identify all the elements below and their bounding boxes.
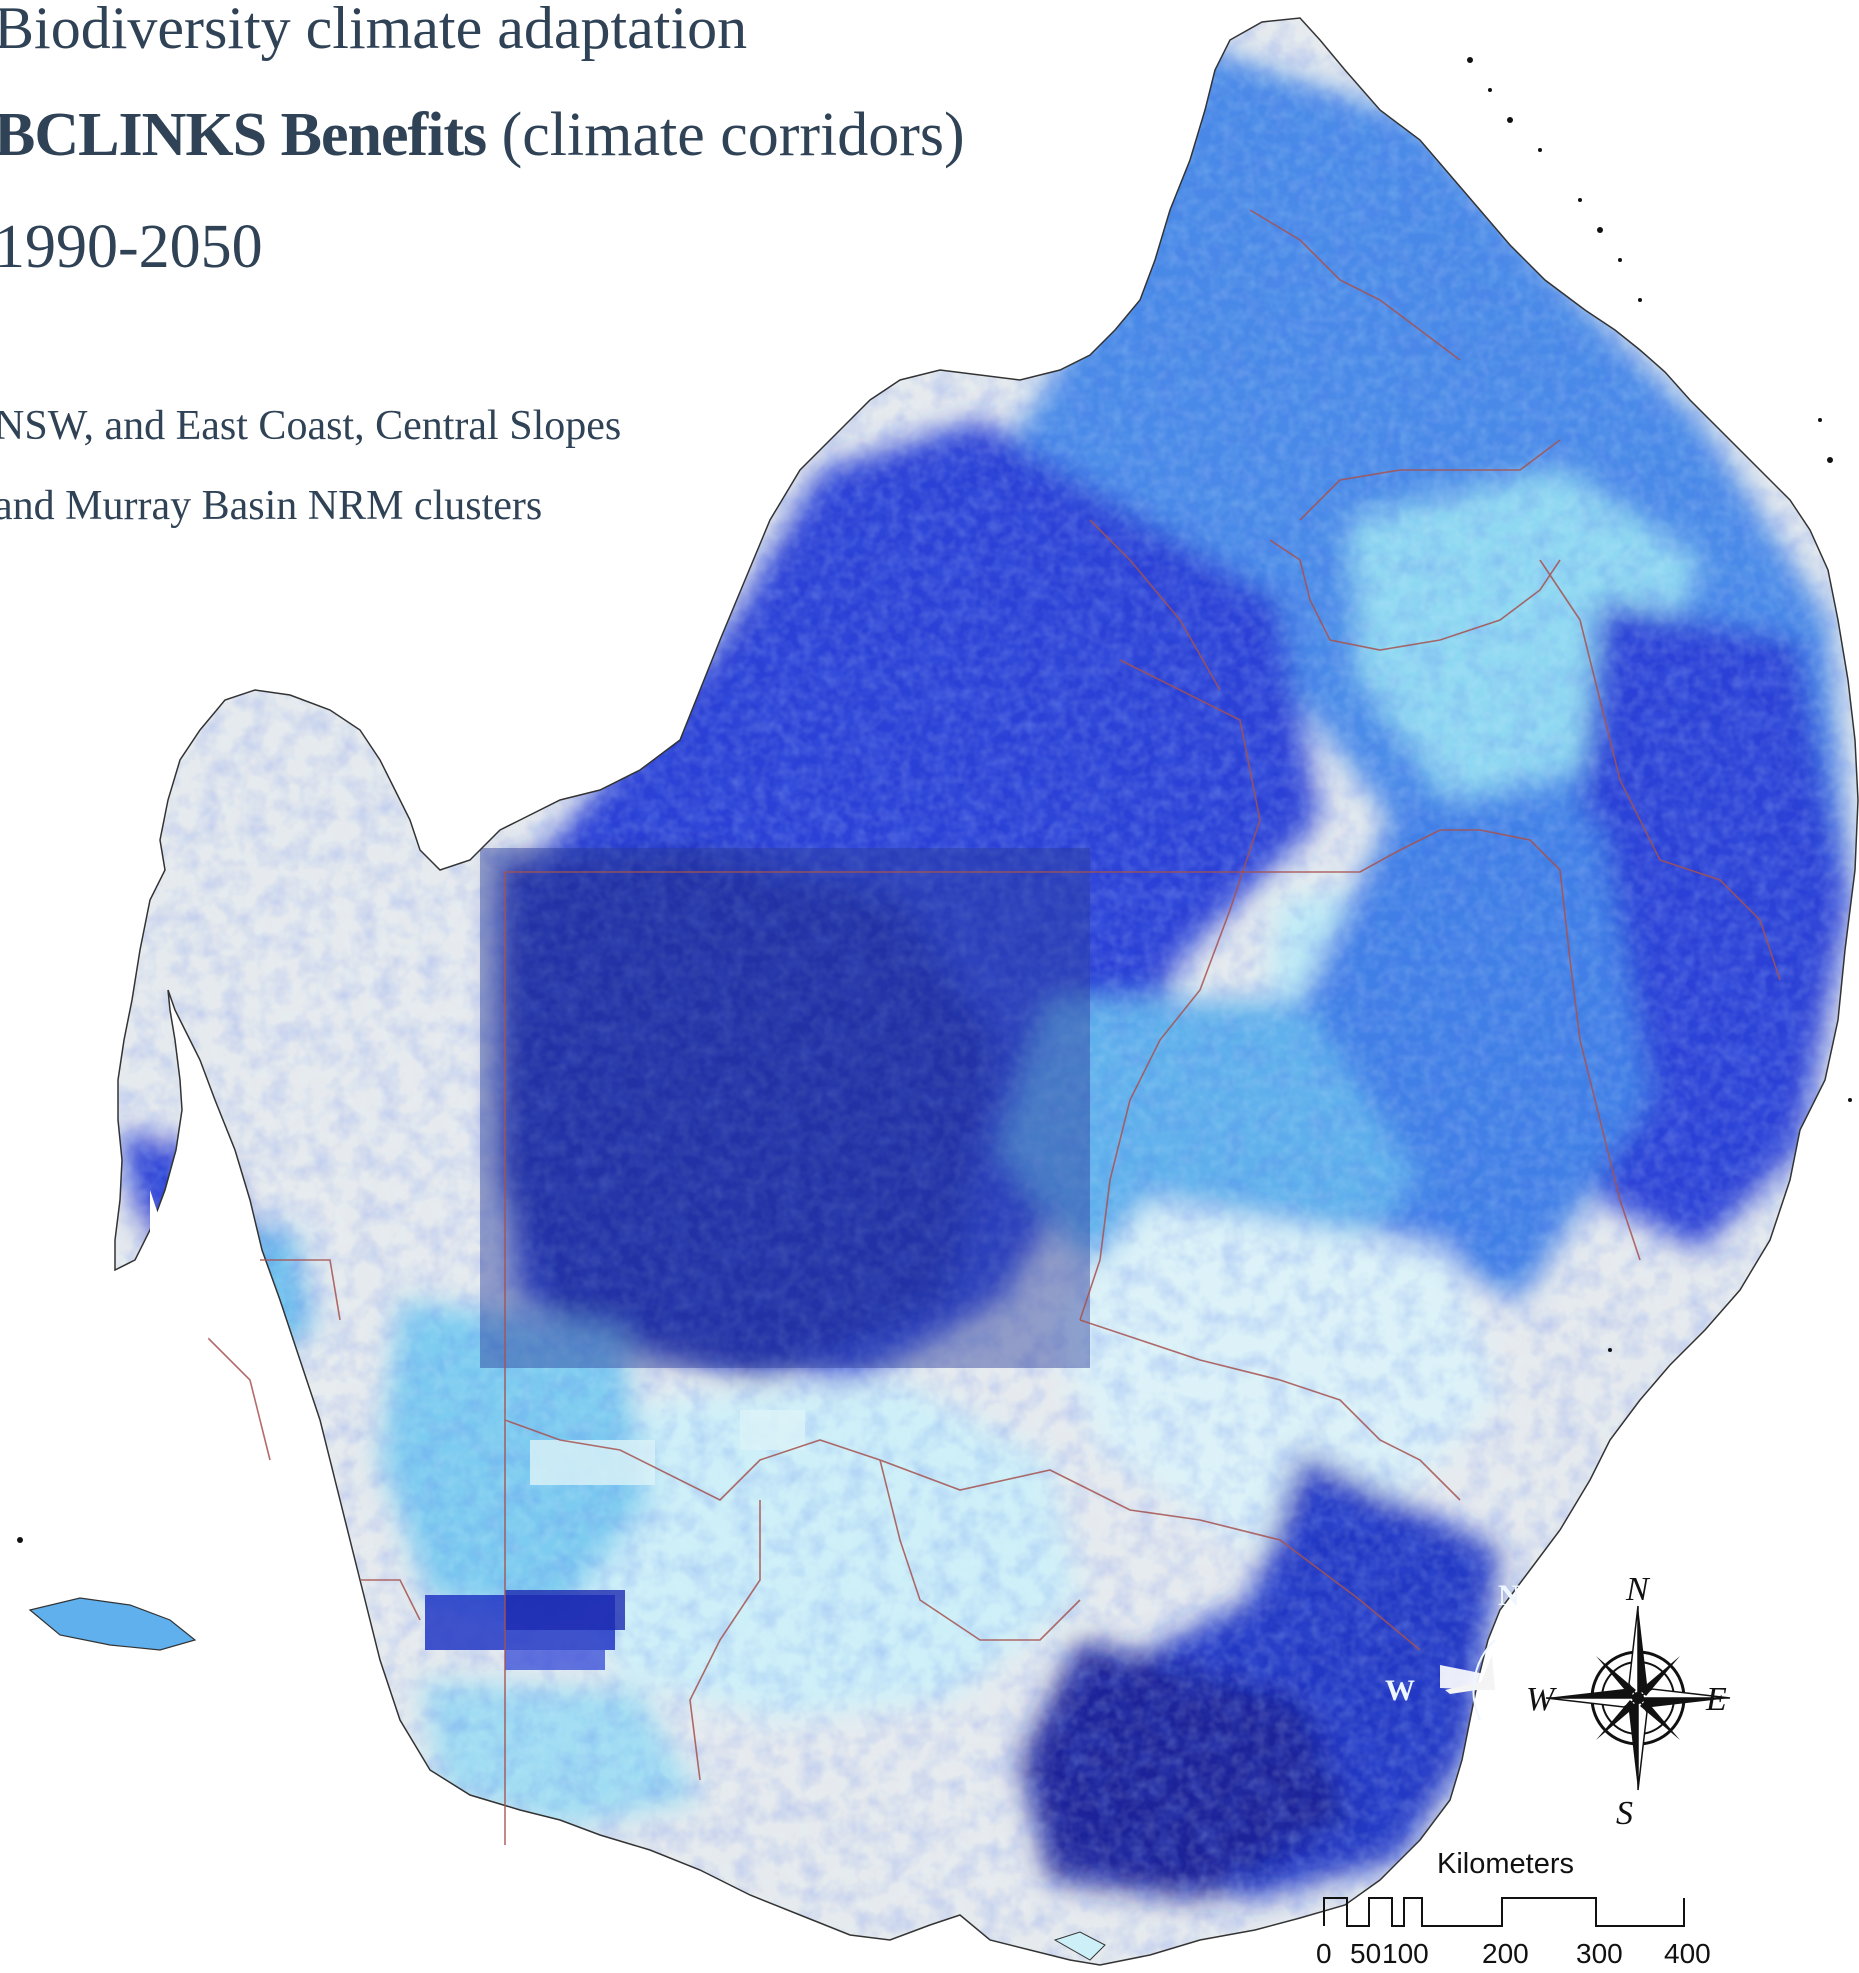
title-line-2: BCLINKS Benefits (climate corridors) (0, 100, 965, 171)
nrm-boundaries (199, 209, 1781, 1845)
compass-west-label: W (1526, 1681, 1557, 1718)
island-offshore (28, 1597, 1106, 1961)
compass-east-label: E (1705, 1681, 1727, 1718)
scale-tick-400: 400 (1664, 1938, 1711, 1969)
scale-bar: Kilometers 0 50 100 200 300 400 (1312, 1848, 1732, 1973)
inset-west-label: W (1385, 1674, 1415, 1707)
compass-north-label: N (1625, 1571, 1651, 1608)
scale-tick-100: 100 (1382, 1938, 1429, 1969)
inset-north-label: N (1498, 1579, 1520, 1612)
scale-bar-graphic (1323, 1897, 1685, 1927)
scale-tick-300: 300 (1576, 1938, 1623, 1969)
coastal-specks (17, 57, 1852, 1543)
scale-tick-50: 50 (1350, 1938, 1382, 1969)
scale-tick-200: 200 (1482, 1938, 1529, 1969)
compass-south-label: S (1616, 1795, 1633, 1832)
subtitle-line-2: and Murray Basin NRM clusters (0, 483, 543, 529)
title-bold-part: BCLINKS Benefits (0, 101, 487, 169)
title-regular-part: (climate corridors) (486, 101, 965, 169)
title-year-range: 1990-2050 (0, 213, 263, 281)
compass-rose: N S E W (1526, 1571, 1731, 1832)
inset-compass-partial: N W (1385, 1579, 1520, 1721)
title-line-1: Biodiversity climate adaptation (0, 0, 748, 61)
subtitle-line-1: NSW, and East Coast, Central Slopes (0, 403, 622, 449)
gulf-water (135, 1190, 210, 1445)
scale-bar-title: Kilometers (1437, 1848, 1574, 1880)
scale-tick-0: 0 (1316, 1938, 1332, 1969)
